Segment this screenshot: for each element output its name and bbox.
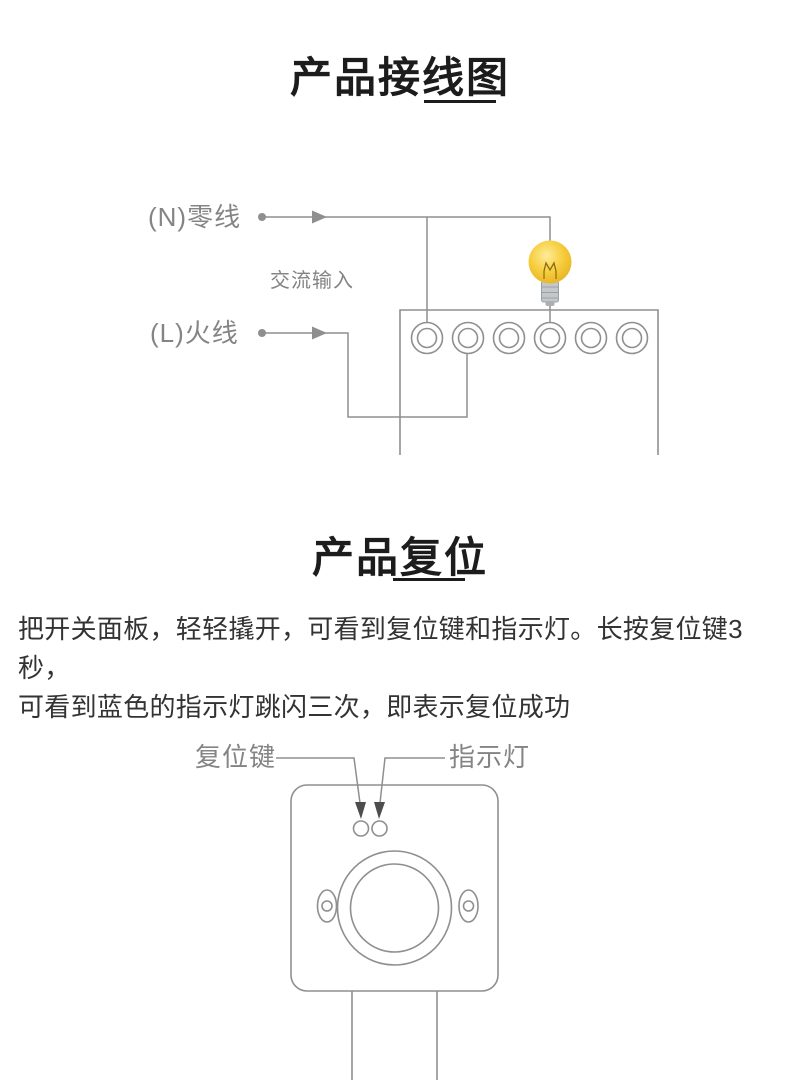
indicator-arrow-down-icon bbox=[374, 802, 385, 819]
reset-description-line2: 可看到蓝色的指示灯跳闪三次，即表示复位成功 bbox=[18, 692, 571, 722]
reset-description-line1: 把开关面板，轻轻撬开，可看到复位键和指示灯。长按复位键3秒， bbox=[18, 614, 743, 683]
wiring-section-title: 产品接线图 bbox=[289, 54, 510, 101]
terminal-block bbox=[410, 321, 649, 355]
live-wire bbox=[262, 332, 468, 418]
bulb-glass bbox=[528, 240, 572, 284]
reset-button-hole bbox=[352, 820, 370, 837]
live-wire-label: (L)火线 bbox=[150, 318, 239, 348]
reset-title-underline bbox=[393, 578, 465, 581]
screw-hole-left bbox=[316, 889, 338, 923]
ac-input-label: 交流输入 bbox=[270, 269, 354, 292]
bulb-filament bbox=[543, 261, 557, 272]
neutral-wire bbox=[262, 216, 551, 242]
switch-body-outline bbox=[399, 309, 659, 455]
screw-hole-right bbox=[458, 889, 479, 923]
wiring-diagram: (N)零线 交流输入 (L)火线 bbox=[148, 202, 659, 455]
reset-button-label: 复位键 bbox=[195, 742, 276, 772]
wiring-title-underline bbox=[424, 100, 496, 103]
reset-section-title: 产品复位 bbox=[311, 534, 488, 581]
reset-arrow-down-icon bbox=[355, 802, 366, 819]
main-button-inner-ring bbox=[349, 863, 440, 953]
wall-box-outline bbox=[351, 991, 438, 1080]
neutral-arrow-right-icon bbox=[312, 210, 327, 224]
indicator-light-label: 指示灯 bbox=[449, 742, 530, 772]
reset-leader-line bbox=[276, 757, 361, 804]
reset-diagram: 复位键 指示灯 bbox=[195, 742, 530, 1080]
indicator-light-hole bbox=[371, 820, 388, 837]
reset-description: 把开关面板，轻轻撬开，可看到复位键和指示灯。长按复位键3秒， 可看到蓝色的指示灯… bbox=[18, 610, 790, 727]
light-bulb-icon bbox=[528, 240, 572, 322]
indicator-leader-line bbox=[379, 757, 445, 804]
neutral-wire-label: (N)零线 bbox=[148, 202, 241, 232]
